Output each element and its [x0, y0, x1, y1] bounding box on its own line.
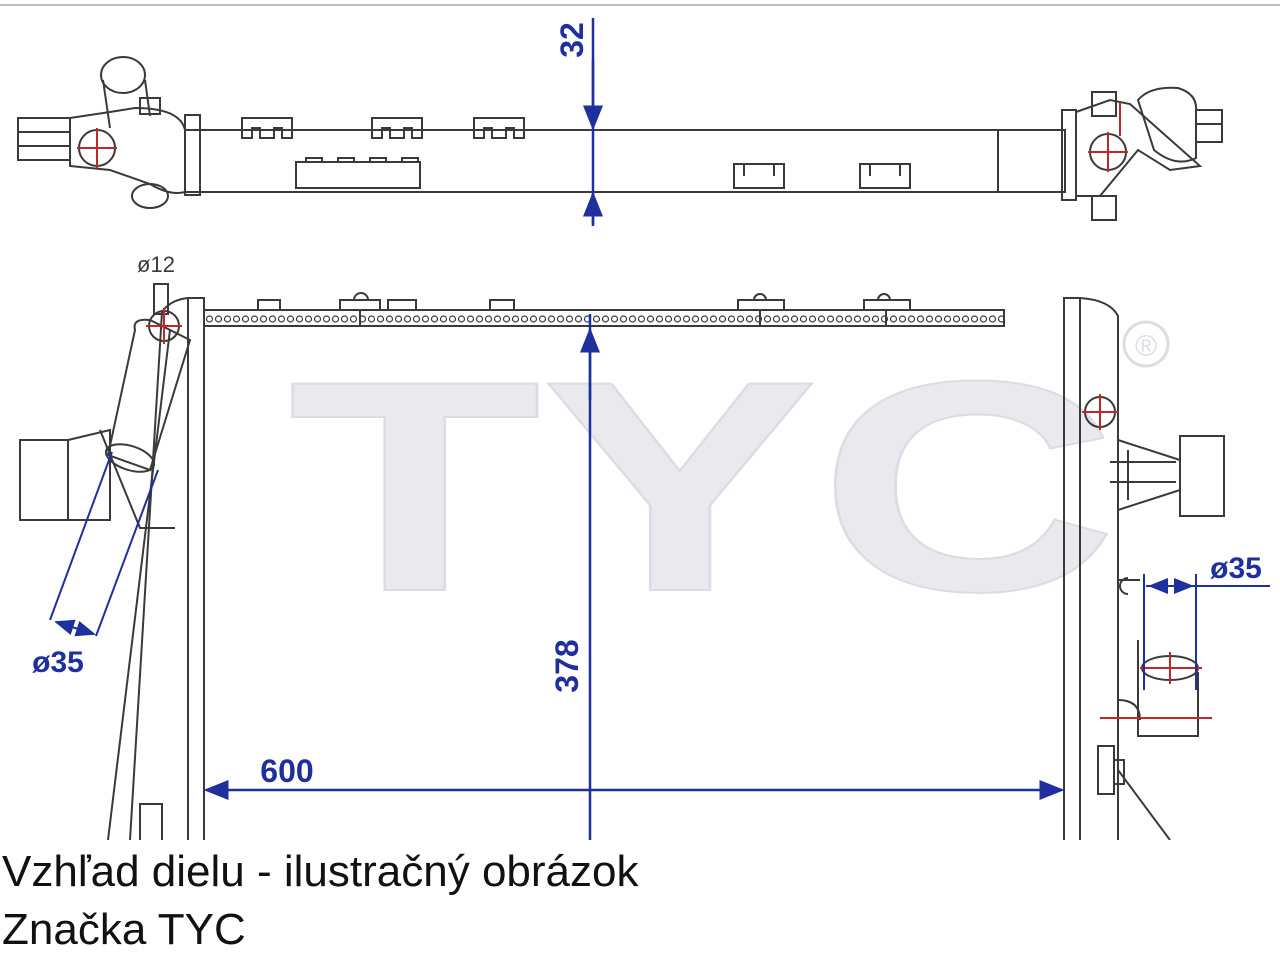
top-view: [17, 56, 1223, 221]
dimension-top: 32: [554, 18, 603, 226]
technical-diagram: TYC ®: [0, 4, 1280, 840]
right-cap: [1136, 86, 1198, 163]
dimension-label-d12: ø12: [137, 252, 175, 277]
dimension-label-d35-left: ø35: [32, 646, 84, 679]
marker-group: [146, 308, 1212, 719]
top-clip: [371, 117, 423, 139]
right-tank-outline: [1079, 297, 1119, 840]
right-side-plate: [1063, 297, 1081, 840]
left-inlet-pipe: [106, 318, 192, 472]
radiator-drawing: TYC ®: [0, 4, 1280, 840]
top-header: [203, 309, 1005, 327]
dimension-label-378: 378: [549, 639, 585, 692]
registered-circle: [1122, 320, 1170, 368]
watermark-registered: ®: [1135, 330, 1157, 363]
left-stub: [17, 117, 71, 161]
bottom-clip: [859, 163, 911, 189]
right-outlet-pipe: [1137, 640, 1199, 737]
dimension-height: 378: [549, 314, 600, 840]
dimension-label-d35-right: ø35: [1210, 552, 1262, 585]
right-tank: [1075, 98, 1203, 197]
left-tank: [69, 106, 186, 194]
dimension-label-32: 32: [554, 22, 590, 58]
dimension-width: 600: [203, 753, 1065, 800]
left-side-plate: [187, 297, 205, 840]
right-mount: [1179, 435, 1225, 517]
dimension-right-diameter: ø35: [1143, 552, 1270, 690]
dimension-label-600: 600: [260, 753, 313, 789]
bottom-clip: [733, 163, 785, 189]
caption-brand: Značka TYC: [2, 905, 246, 954]
top-clip: [241, 117, 293, 139]
caption-illustration-note: Vzhľad dielu - ilustračný obrázok: [2, 847, 639, 896]
right-stub: [1195, 109, 1223, 143]
left-tank-outline: [129, 297, 189, 840]
watermark: TYC ®: [287, 317, 1170, 655]
top-clip: [473, 117, 525, 139]
left-drain: [131, 183, 169, 209]
marker-group: [77, 102, 1128, 172]
bottom-bracket: [295, 161, 421, 189]
dimension-left-diameter: ø35: [32, 451, 159, 679]
left-mount: [19, 439, 69, 521]
small-pipe: [153, 283, 169, 315]
left-cap: [100, 56, 146, 94]
watermark-brand: TYC: [288, 318, 1118, 654]
